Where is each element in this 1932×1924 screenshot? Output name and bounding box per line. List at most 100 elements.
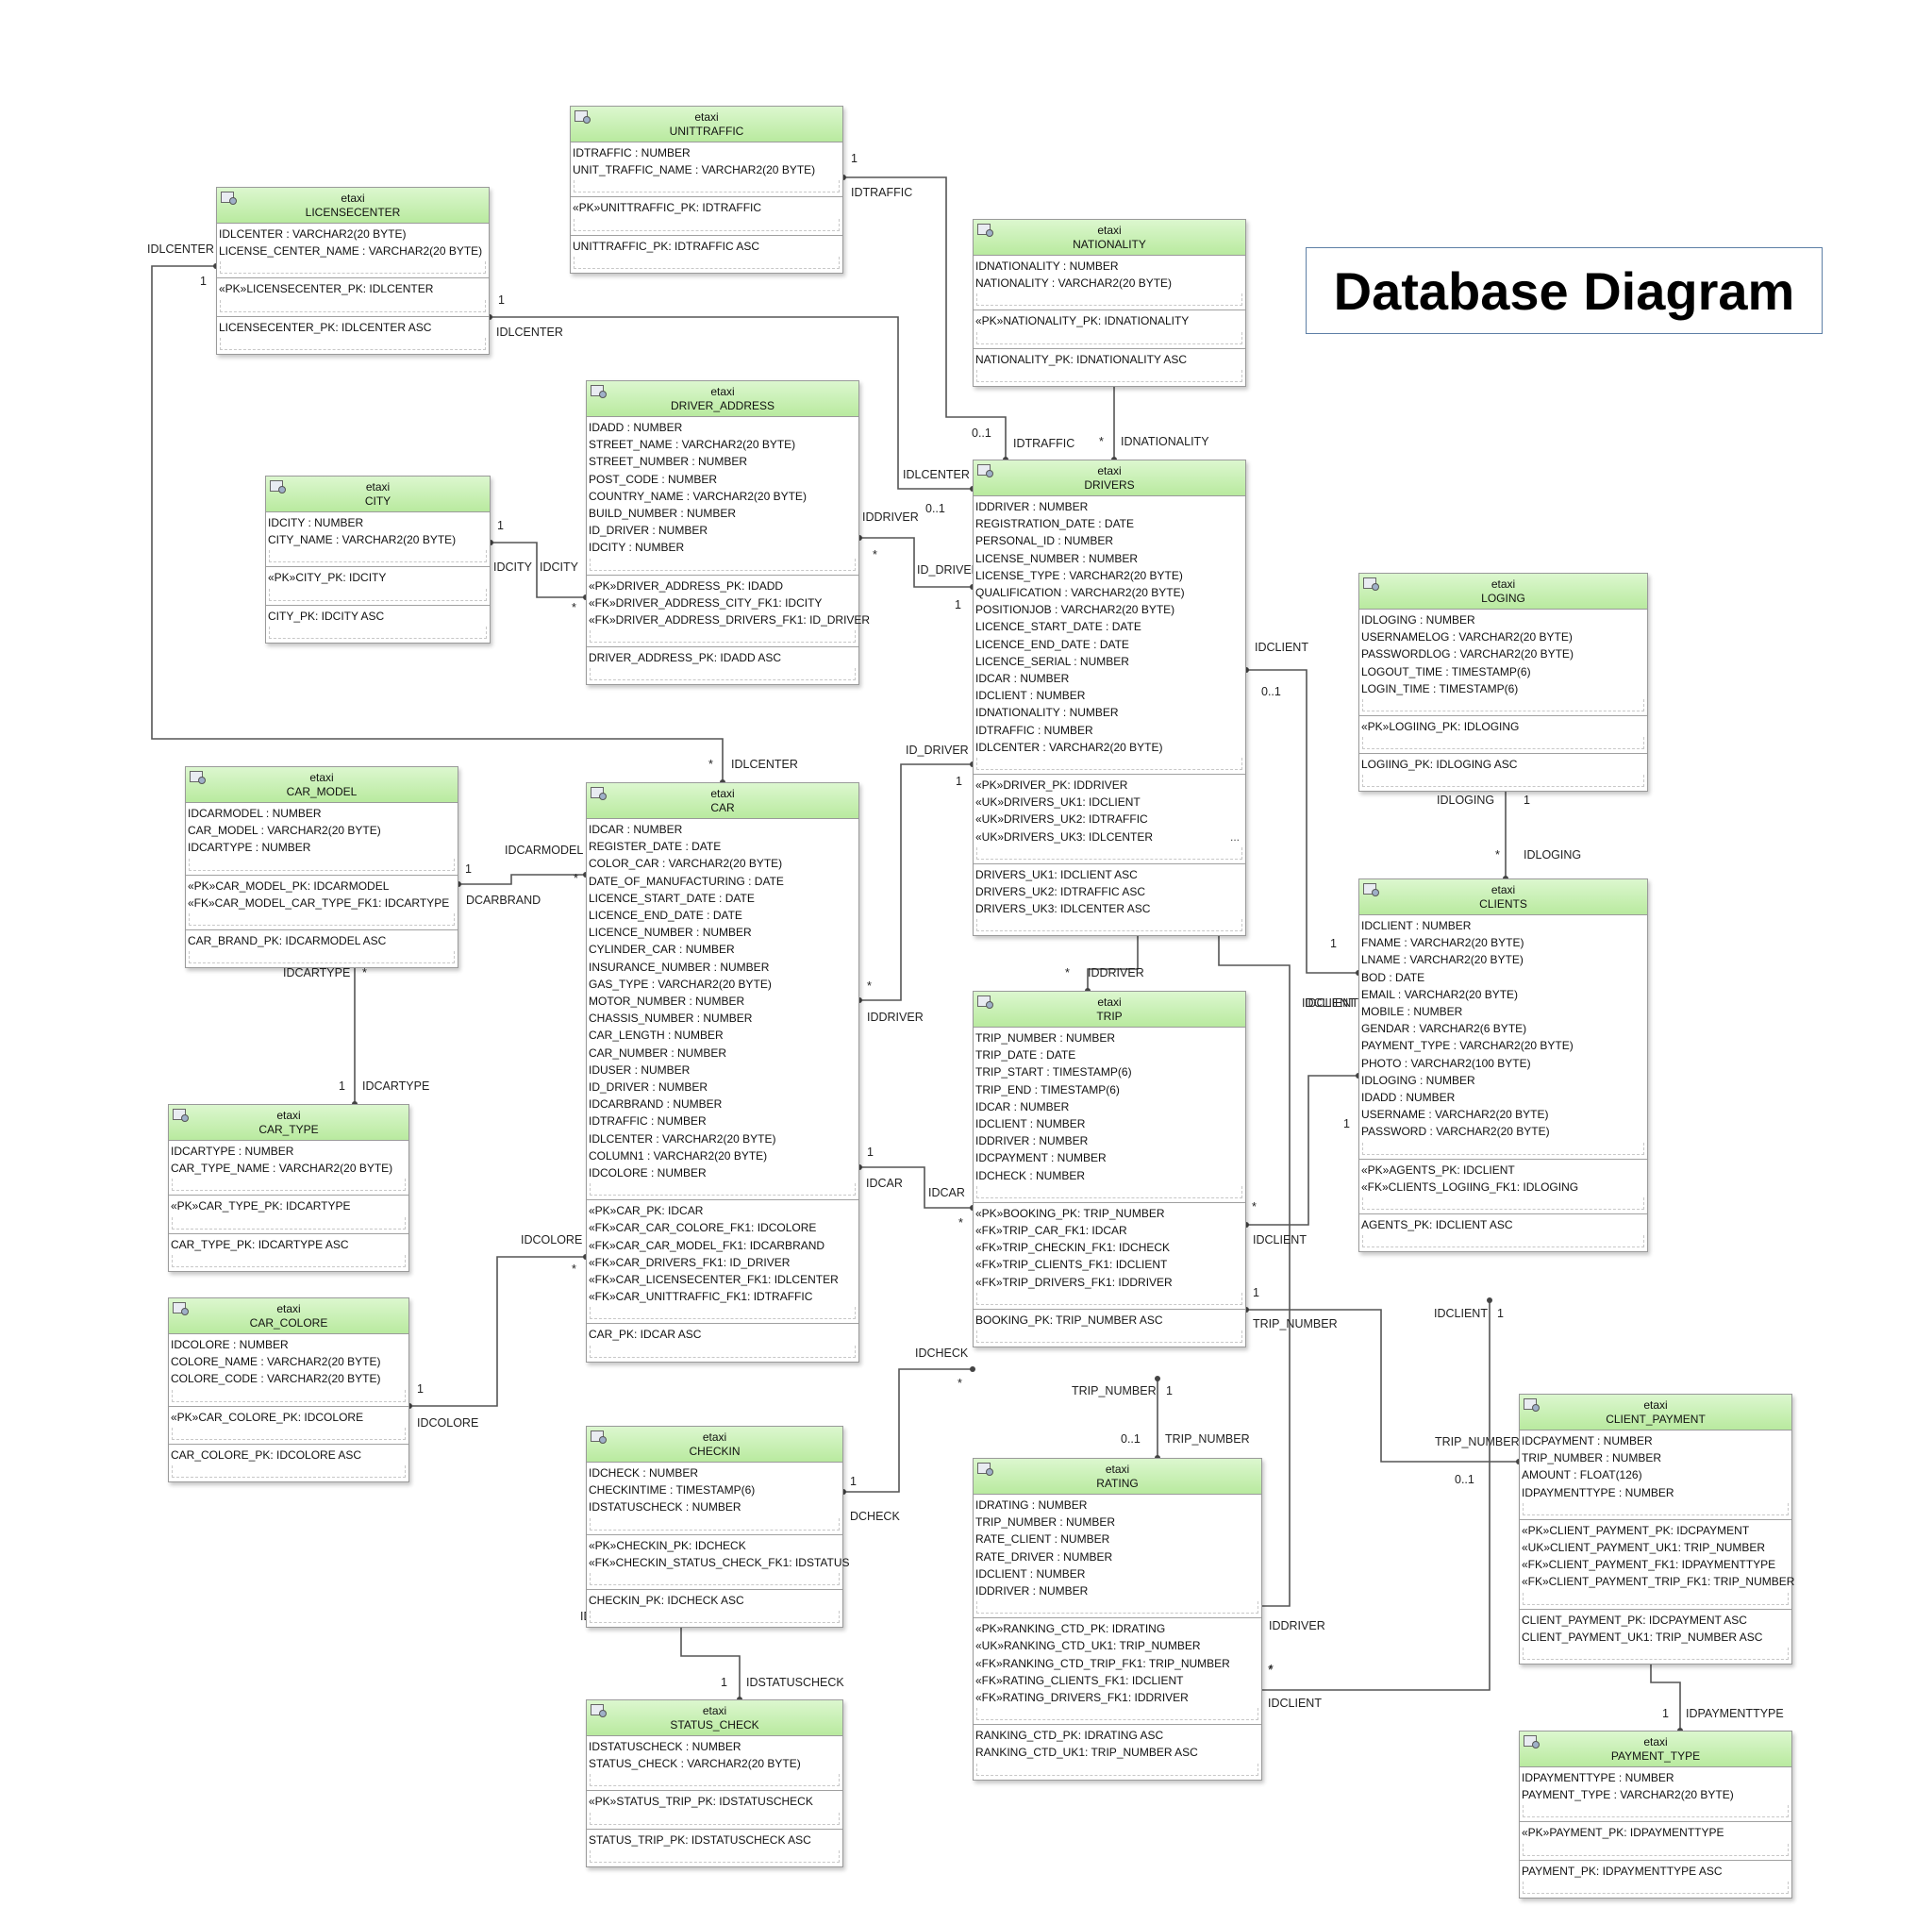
table-column-row[interactable]: IDDRIVER : NUMBER [975, 1584, 1089, 1598]
table-key-row[interactable]: «FK»CAR_UNITTRAFFIC_FK1: IDTRAFFIC [589, 1290, 813, 1304]
table-column-row[interactable]: USERNAME : VARCHAR2(20 BYTE) [1361, 1108, 1549, 1122]
relationship-line[interactable] [491, 542, 586, 598]
table-index-row[interactable]: CLIENT_PAYMENT_PK: IDCPAYMENT ASC [1522, 1613, 1747, 1627]
table-key-row[interactable]: «FK»CLIENT_PAYMENT_FK1: IDPAYMENTTYPE [1522, 1558, 1776, 1572]
table-column-row[interactable]: PHOTO : VARCHAR2(100 BYTE) [1361, 1056, 1531, 1070]
table-column-row[interactable]: IDDRIVER : NUMBER [975, 500, 1089, 513]
table-key-row[interactable]: «PK»CAR_COLORE_PK: IDCOLORE [171, 1410, 364, 1424]
table-key-row[interactable]: «FK»TRIP_CHECKIN_FK1: IDCHECK [975, 1241, 1171, 1255]
table-column-row[interactable]: IDNATIONALITY : NUMBER [975, 706, 1119, 720]
table-column-row[interactable]: ID_DRIVER : NUMBER [589, 524, 708, 538]
table-column-row[interactable]: AMOUNT : FLOAT(126) [1522, 1468, 1642, 1482]
table-column-row[interactable]: IDCPAYMENT : NUMBER [1522, 1434, 1653, 1447]
table-column-row[interactable]: IDTRAFFIC : NUMBER [589, 1114, 707, 1129]
table-column-row[interactable]: IDCPAYMENT : NUMBER [975, 1151, 1107, 1165]
table-key-row[interactable]: «FK»RATING_CLIENTS_FK1: IDCLIENT [975, 1673, 1184, 1687]
table-index-row[interactable]: DRIVERS_UK1: IDCLIENT ASC [975, 867, 1138, 881]
table-column-row[interactable]: BOD : DATE [1361, 970, 1425, 984]
table-column-row[interactable]: REGISTER_DATE : DATE [589, 840, 722, 854]
relationship-line[interactable] [859, 537, 973, 588]
table-column-row[interactable]: COUNTRY_NAME : VARCHAR2(20 BYTE) [589, 489, 807, 503]
table-column-row[interactable]: POST_CODE : NUMBER [589, 472, 718, 486]
table-key-row[interactable]: «PK»STATUS_TRIP_PK: IDSTATUSCHECK [589, 1795, 813, 1809]
table-key-row[interactable]: «PK»LOGIING_PK: IDLOGING [1361, 720, 1520, 734]
table-index-row[interactable]: AGENTS_PK: IDCLIENT ASC [1361, 1218, 1513, 1232]
table-column-row[interactable]: IDCOLORE : NUMBER [171, 1338, 289, 1351]
table-column-row[interactable]: IDCAR : NUMBER [589, 823, 683, 836]
table-key-row[interactable]: «PK»CAR_MODEL_PK: IDCARMODEL [188, 878, 390, 893]
table-index-row[interactable]: RANKING_CTD_PK: IDRATING ASC [975, 1729, 1164, 1743]
table-key-row[interactable]: «FK»TRIP_CAR_FK1: IDCAR [975, 1224, 1127, 1238]
table-index-row[interactable]: DRIVERS_UK3: IDLCENTER ASC [975, 902, 1151, 916]
table-column-row[interactable]: POSITIONJOB : VARCHAR2(20 BYTE) [975, 603, 1175, 617]
table-column-row[interactable]: IDCLIENT : NUMBER [1361, 919, 1472, 932]
table-column-row[interactable]: FNAME : VARCHAR2(20 BYTE) [1361, 936, 1524, 950]
relationship-line[interactable] [490, 316, 973, 490]
table-key-row[interactable]: «FK»CLIENT_PAYMENT_TRIP_FK1: TRIP_NUMBER [1522, 1575, 1795, 1589]
table-key-row[interactable]: «FK»DRIVER_ADDRESS_DRIVERS_FK1: ID_DRIVE… [589, 613, 871, 627]
table-column-row[interactable]: PERSONAL_ID : NUMBER [975, 534, 1114, 548]
relationship-line[interactable] [843, 1368, 973, 1493]
table-index-row[interactable]: STATUS_TRIP_PK: IDSTATUSCHECK ASC [589, 1832, 811, 1847]
relationship-line[interactable] [680, 1602, 741, 1699]
relationship-line[interactable] [409, 1256, 586, 1407]
table-column-row[interactable]: IDLOGING : NUMBER [1361, 613, 1475, 627]
table-key-row[interactable]: «FK»CLIENTS_LOGIING_FK1: IDLOGING [1361, 1179, 1579, 1194]
table-key-row[interactable]: «FK»TRIP_DRIVERS_FK1: IDDRIVER [975, 1275, 1173, 1289]
table-column-row[interactable]: IDPAYMENTTYPE : NUMBER [1522, 1771, 1674, 1784]
table-key-row[interactable]: «UK»DRIVERS_UK1: IDCLIENT [975, 795, 1141, 810]
table-index-row[interactable]: DRIVER_ADDRESS_PK: IDADD ASC [589, 651, 782, 665]
table-column-row[interactable]: LICENCE_END_DATE : DATE [589, 909, 742, 923]
table-column-row[interactable]: DATE_OF_MANUFACTURING : DATE [589, 874, 784, 888]
table-column-row[interactable]: CYLINDER_CAR : NUMBER [589, 943, 735, 957]
table-column-row[interactable]: IDLCENTER : VARCHAR2(20 BYTE) [589, 1131, 776, 1146]
table-key-row[interactable]: «PK»CAR_PK: IDCAR [589, 1204, 704, 1218]
table-column-row[interactable]: LICENCE_START_DATE : DATE [589, 891, 755, 905]
table-column-row[interactable]: IDLOGING : NUMBER [1361, 1073, 1475, 1087]
table-key-row[interactable]: «FK»CHECKIN_STATUS_CHECK_FK1: IDSTATUS [589, 1555, 850, 1569]
table-key-row[interactable]: «PK»DRIVER_ADDRESS_PK: IDADD [589, 578, 784, 593]
table-column-row[interactable]: IDTRAFFIC : NUMBER [573, 146, 691, 159]
table-column-row[interactable]: COLOR_CAR : VARCHAR2(20 BYTE) [589, 857, 783, 871]
table-column-row[interactable]: STATUS_CHECK : VARCHAR2(20 BYTE) [589, 1757, 801, 1771]
table-column-row[interactable]: IDCARTYPE : NUMBER [188, 841, 311, 855]
table-column-row[interactable]: COLUMN1 : VARCHAR2(20 BYTE) [589, 1148, 768, 1163]
table-index-row[interactable]: BOOKING_PK: TRIP_NUMBER ASC [975, 1313, 1163, 1327]
table-column-row[interactable]: LICENCE_SERIAL : NUMBER [975, 654, 1129, 668]
table-column-row[interactable]: COLORE_NAME : VARCHAR2(20 BYTE) [171, 1355, 381, 1369]
table-column-row[interactable]: LOGIN_TIME : TIMESTAMP(6) [1361, 681, 1519, 695]
table-column-row[interactable]: IDRATING : NUMBER [975, 1498, 1088, 1512]
table-column-row[interactable]: IDCLIENT : NUMBER [975, 1566, 1086, 1581]
table-key-row[interactable]: «PK»DRIVER_PK: IDDRIVER [975, 778, 1128, 793]
table-column-row[interactable]: PASSWORDLOG : VARCHAR2(20 BYTE) [1361, 647, 1574, 661]
table-column-row[interactable]: IDLCENTER : VARCHAR2(20 BYTE) [975, 740, 1163, 754]
relationship-line[interactable] [151, 265, 724, 782]
table-key-row[interactable]: «PK»CLIENT_PAYMENT_PK: IDCPAYMENT [1522, 1523, 1750, 1537]
table-column-row[interactable]: REGISTRATION_DATE : DATE [975, 517, 1135, 531]
table-column-row[interactable]: LICENCE_START_DATE : DATE [975, 620, 1141, 634]
table-column-row[interactable]: IDCARMODEL : NUMBER [188, 807, 322, 820]
table-key-row[interactable]: «FK»CAR_CAR_COLORE_FK1: IDCOLORE [589, 1221, 817, 1235]
table-column-row[interactable]: NATIONALITY : VARCHAR2(20 BYTE) [975, 276, 1173, 291]
table-key-row[interactable]: «FK»CAR_LICENSECENTER_FK1: IDLCENTER [589, 1273, 839, 1287]
table-column-row[interactable]: IDADD : NUMBER [589, 421, 683, 434]
table-key-row[interactable]: «FK»RATING_DRIVERS_FK1: IDDRIVER [975, 1691, 1189, 1705]
relationship-line[interactable] [1246, 1075, 1358, 1226]
table-column-row[interactable]: CAR_NUMBER : NUMBER [589, 1046, 727, 1060]
relationship-line[interactable] [859, 1166, 973, 1209]
table-index-row[interactable]: NATIONALITY_PK: IDNATIONALITY ASC [975, 352, 1188, 366]
